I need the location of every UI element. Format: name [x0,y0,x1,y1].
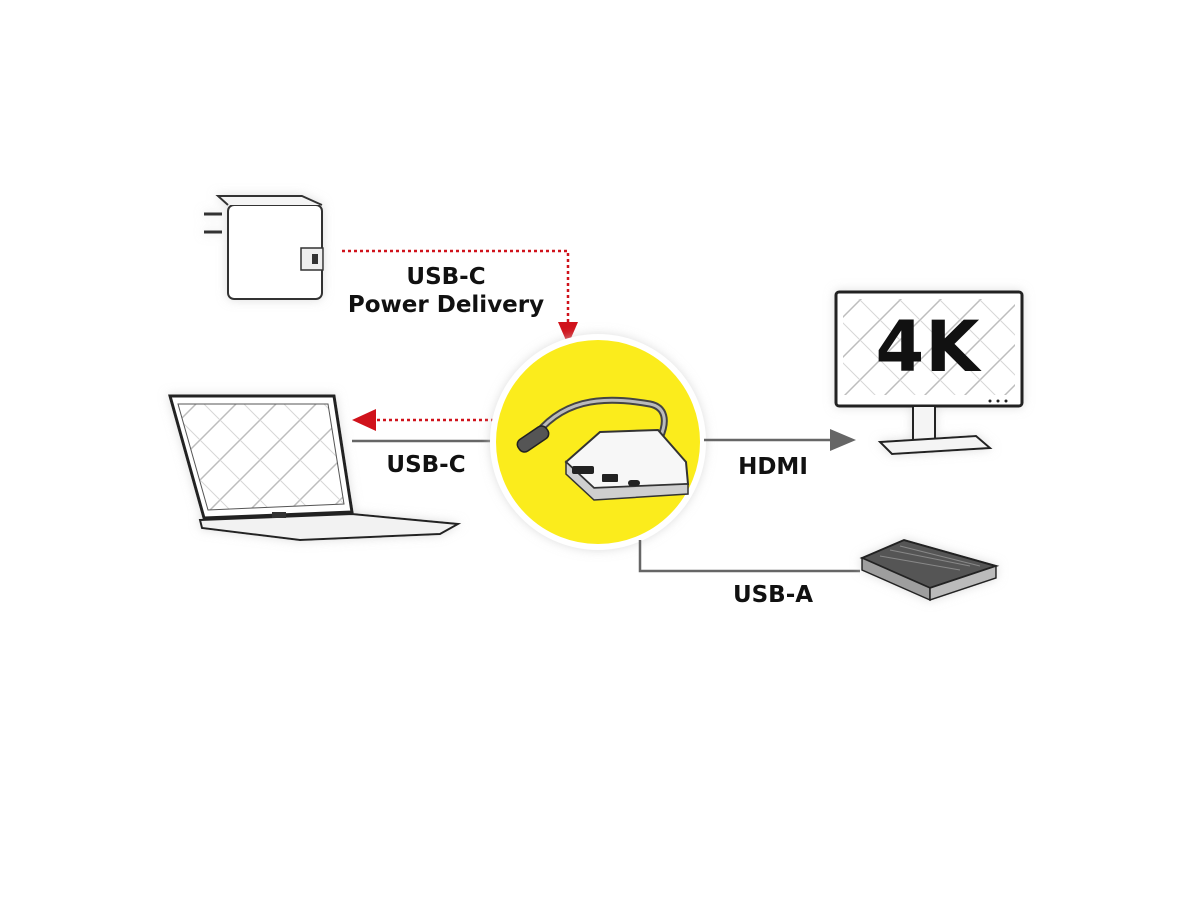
power-label-line1: USB-C [406,264,486,290]
external-drive-icon [859,538,1000,602]
power-label-line2: Power Delivery [347,292,545,318]
power-arrow-head [558,322,578,345]
monitor-connection-label: HDMI [738,454,808,480]
power-adapter-icon [204,195,324,300]
usb-c-hub-icon [516,396,690,501]
monitor-icon [834,290,1024,456]
hdmi-arrow-head [830,429,856,451]
drive-connection-label: USB-A [732,582,814,608]
power-delivery-arrow [342,249,570,330]
laptop-connection-label: USB-C [386,452,466,478]
laptop-icon [168,394,462,542]
monitor-screen-text: 4K [875,306,981,388]
usb-a-line [638,540,860,573]
laptop-arrow-head [352,409,376,431]
